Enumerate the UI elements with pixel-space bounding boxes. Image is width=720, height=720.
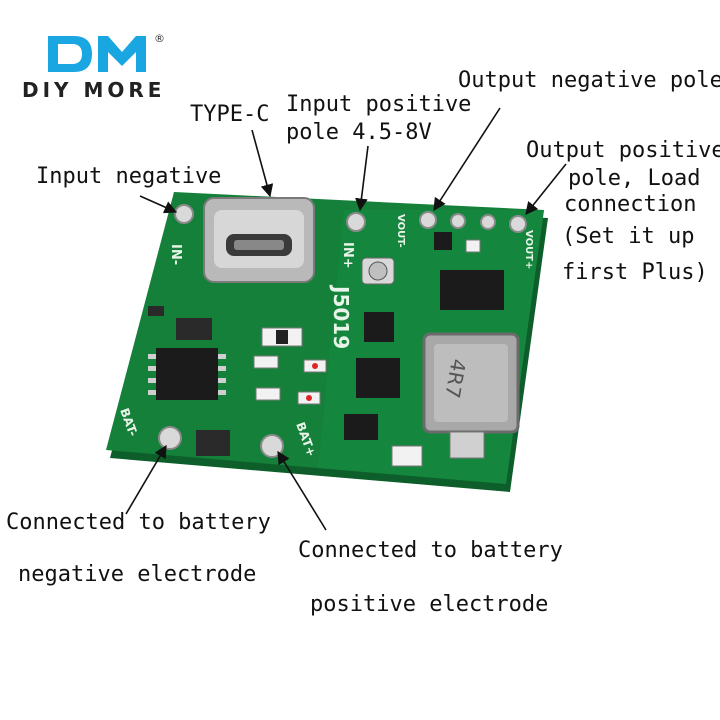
pad-in-plus: [346, 212, 366, 232]
label-output-negative: Output negative pole: [458, 68, 720, 93]
ic-chip-boost: [356, 358, 400, 398]
components: [148, 232, 520, 467]
arrow-output-positive: [525, 163, 567, 215]
label-input-negative: Input negative: [36, 164, 222, 189]
silk-model: J5019: [329, 284, 353, 349]
arrow-type-c: [251, 129, 274, 198]
capacitor-dark: [176, 318, 212, 340]
silk-in-minus: IN-: [168, 244, 183, 265]
mosfet: [440, 270, 504, 310]
label-bat-negative-line2: negative electrode: [18, 562, 257, 587]
registered-mark: ®: [154, 32, 165, 45]
label-input-positive-line1: Input positive: [286, 92, 472, 117]
leader-arrows: [125, 107, 567, 531]
solder-pads: [158, 204, 527, 458]
silk-vout-minus: VOUT-: [395, 214, 406, 248]
ic-chip-main: [156, 348, 218, 400]
label-bat-positive-line2: positive electrode: [310, 592, 549, 617]
arrow-bat-negative: [125, 444, 167, 515]
label-output-positive-line5: first Plus): [562, 260, 708, 285]
usb-c-connector: [203, 197, 315, 283]
label-type-c: TYPE-C: [190, 102, 270, 127]
brand-name: DIY MORE: [22, 78, 166, 102]
pad-bat-minus: [158, 426, 182, 450]
label-input-positive-line2: pole 4.5-8V: [286, 120, 432, 145]
brand-mark-icon: ®: [48, 32, 165, 72]
silk-in-plus: IN+: [340, 242, 355, 269]
pad-in-minus: [174, 204, 194, 224]
brand-logo: ®: [22, 22, 182, 102]
label-output-positive-line2: pole, Load: [568, 166, 701, 191]
capacitor-bat: [196, 430, 230, 456]
silk-vout-plus: VOUT+: [523, 230, 534, 269]
arrow-input-negative: [139, 195, 178, 214]
arrow-bat-positive: [277, 450, 327, 531]
label-output-positive-line3: connection: [564, 192, 697, 217]
pad-vout-plus: [509, 215, 527, 233]
arrow-output-negative: [433, 107, 501, 212]
arrow-input-positive: [355, 145, 369, 212]
label-output-positive-line4: (Set it up: [562, 224, 695, 249]
label-bat-positive-line1: Connected to battery: [298, 538, 563, 563]
label-bat-negative-line1: Connected to battery: [6, 510, 271, 535]
label-output-positive-line1: Output positive: [526, 138, 720, 163]
pad-vout-minus: [419, 211, 437, 229]
